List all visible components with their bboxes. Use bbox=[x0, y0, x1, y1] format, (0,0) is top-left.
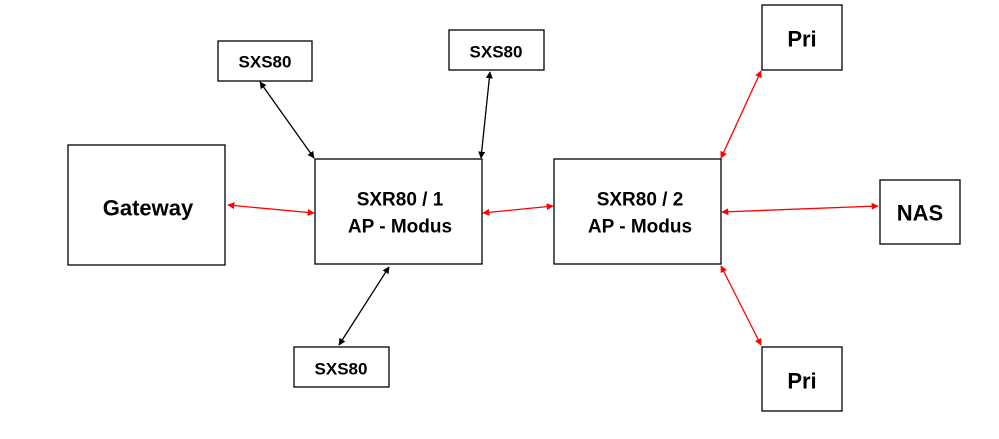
link-sxr80-2-nas bbox=[721, 202, 879, 216]
pri-top-box: Pri bbox=[761, 4, 843, 71]
sxr80-2-label-line1: SXR80 / 2 bbox=[597, 190, 684, 211]
link-sxr80-2-pri-bottom bbox=[720, 265, 762, 346]
link-sxr80-1-sxr80-2 bbox=[482, 203, 554, 216]
sxr80-1-box: SXR80 / 1 AP - Modus bbox=[314, 158, 483, 265]
gateway-label: Gateway bbox=[103, 196, 194, 221]
link-gateway-sxr80-1 bbox=[227, 202, 315, 216]
link-sxr80-1-sxs80-bottom bbox=[338, 266, 390, 346]
link-sxr80-1-sxs80-top-right bbox=[478, 71, 493, 159]
sxr80-1-label-line1: SXR80 / 1 bbox=[357, 190, 444, 211]
links bbox=[227, 70, 879, 346]
link-sxr80-2-pri-top bbox=[720, 70, 762, 159]
sxs80-top-right-box: SXS80 bbox=[448, 29, 545, 71]
pri-top-label: Pri bbox=[787, 27, 816, 52]
sxr80-2-box: SXR80 / 2 AP - Modus bbox=[553, 158, 722, 265]
sxs80-top-left-label: SXS80 bbox=[239, 53, 292, 72]
sxs80-bottom-label: SXS80 bbox=[315, 360, 368, 379]
pri-bottom-label: Pri bbox=[787, 369, 816, 394]
pri-bottom-box: Pri bbox=[761, 346, 843, 412]
sxr80-2-label-line2: AP - Modus bbox=[588, 217, 692, 238]
link-sxr80-1-sxs80-top-left bbox=[259, 81, 315, 159]
gateway-box: Gateway bbox=[67, 144, 226, 266]
sxs80-top-right-label: SXS80 bbox=[470, 43, 523, 62]
sxs80-bottom-box: SXS80 bbox=[293, 346, 390, 388]
nas-box: NAS bbox=[879, 179, 961, 245]
sxs80-top-left-box: SXS80 bbox=[217, 40, 313, 82]
sxr80-1-label-line2: AP - Modus bbox=[348, 217, 452, 238]
nas-label: NAS bbox=[897, 201, 943, 226]
